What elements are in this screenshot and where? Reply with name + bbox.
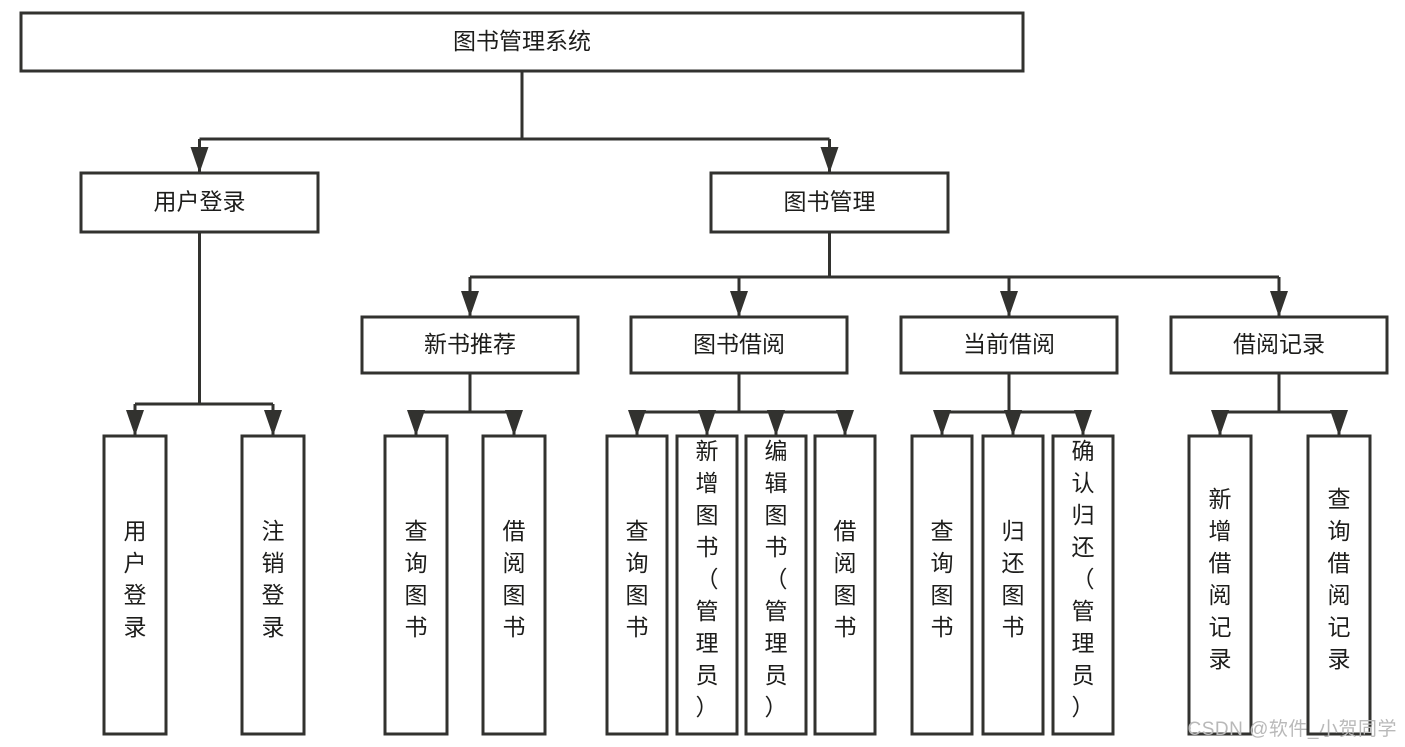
node-label-root: 图书管理系统 bbox=[453, 28, 591, 54]
node-label-leaf-query-book-borrow: 查询图书 bbox=[626, 518, 649, 640]
node-root[interactable] bbox=[19, 11, 1025, 73]
arrow-head-icon bbox=[1000, 291, 1018, 317]
arrow-head-icon bbox=[836, 410, 854, 436]
node-label-user-login: 用户登录 bbox=[154, 189, 246, 215]
arrow-head-icon bbox=[628, 410, 646, 436]
node-leaf-confirm-return[interactable] bbox=[1051, 434, 1115, 736]
node-label-leaf-borrow-book-rec: 借阅图书 bbox=[503, 518, 526, 640]
node-label-leaf-return-book: 归还图书 bbox=[1002, 518, 1025, 640]
node-label-leaf-add-borrow-record: 新增借阅记录 bbox=[1209, 486, 1232, 672]
arrow-head-icon bbox=[1074, 410, 1092, 436]
node-label-book-management: 图书管理 bbox=[784, 189, 876, 215]
node-label-leaf-query-borrow-record: 查询借阅记录 bbox=[1328, 486, 1351, 672]
arrow-head-icon bbox=[126, 410, 144, 436]
arrow-head-icon bbox=[730, 291, 748, 317]
arrow-head-icon bbox=[767, 410, 785, 436]
node-label-leaf-query-book-rec: 查询图书 bbox=[405, 518, 428, 640]
node-label-leaf-edit-book: 编辑图书（管理员） bbox=[765, 438, 788, 720]
node-leaf-borrow-book-rec[interactable] bbox=[481, 434, 547, 736]
node-label-leaf-add-book: 新增图书（管理员） bbox=[696, 438, 719, 720]
node-book-borrow[interactable] bbox=[629, 315, 849, 375]
node-leaf-query-borrow-record[interactable] bbox=[1306, 434, 1372, 736]
node-borrow-record[interactable] bbox=[1169, 315, 1389, 375]
node-current-borrow[interactable] bbox=[899, 315, 1119, 375]
arrow-head-icon bbox=[190, 147, 209, 173]
node-leaf-logout[interactable] bbox=[240, 434, 306, 736]
arrow-head-icon bbox=[264, 410, 282, 436]
node-label-borrow-record: 借阅记录 bbox=[1233, 331, 1325, 357]
arrow-head-icon bbox=[698, 410, 716, 436]
arrow-head-icon bbox=[1270, 291, 1288, 317]
node-new-book-recommend[interactable] bbox=[360, 315, 580, 375]
arrow-head-icon bbox=[820, 147, 839, 173]
node-label-leaf-borrow-book: 借阅图书 bbox=[834, 518, 857, 640]
connector-layer bbox=[126, 71, 1348, 436]
node-layer bbox=[19, 11, 1389, 736]
node-leaf-query-book-rec[interactable] bbox=[383, 434, 449, 736]
node-leaf-add-book[interactable] bbox=[675, 434, 739, 736]
csdn-watermark: CSDN @软件_小贺同学 bbox=[1187, 719, 1397, 740]
arrow-head-icon bbox=[1211, 410, 1229, 436]
arrow-head-icon bbox=[407, 410, 425, 436]
node-leaf-edit-book[interactable] bbox=[744, 434, 808, 736]
arrow-head-icon bbox=[505, 410, 523, 436]
node-leaf-borrow-book[interactable] bbox=[813, 434, 877, 736]
node-leaf-query-book-borrow[interactable] bbox=[605, 434, 669, 736]
label-layer: 图书管理系统用户登录图书管理新书推荐图书借阅当前借阅借阅记录用户登录注销登录查询… bbox=[124, 28, 1351, 720]
node-leaf-add-borrow-record[interactable] bbox=[1187, 434, 1253, 736]
node-user-login[interactable] bbox=[79, 171, 320, 234]
arrow-head-icon bbox=[1004, 410, 1022, 436]
node-leaf-return-book[interactable] bbox=[981, 434, 1045, 736]
node-book-management[interactable] bbox=[709, 171, 950, 234]
arrow-head-icon bbox=[1330, 410, 1348, 436]
node-label-leaf-query-book-current: 查询图书 bbox=[931, 518, 954, 640]
node-label-current-borrow: 当前借阅 bbox=[963, 331, 1055, 357]
node-label-leaf-logout: 注销登录 bbox=[262, 518, 285, 640]
node-label-book-borrow: 图书借阅 bbox=[693, 331, 785, 357]
node-label-leaf-user-login: 用户登录 bbox=[124, 518, 147, 640]
arrow-head-icon bbox=[933, 410, 951, 436]
node-leaf-user-login[interactable] bbox=[102, 434, 168, 736]
node-label-new-book-recommend: 新书推荐 bbox=[424, 331, 516, 357]
arrow-head-icon bbox=[461, 291, 479, 317]
node-label-leaf-confirm-return: 确认归还（管理员） bbox=[1072, 438, 1095, 720]
node-leaf-query-book-current[interactable] bbox=[910, 434, 974, 736]
